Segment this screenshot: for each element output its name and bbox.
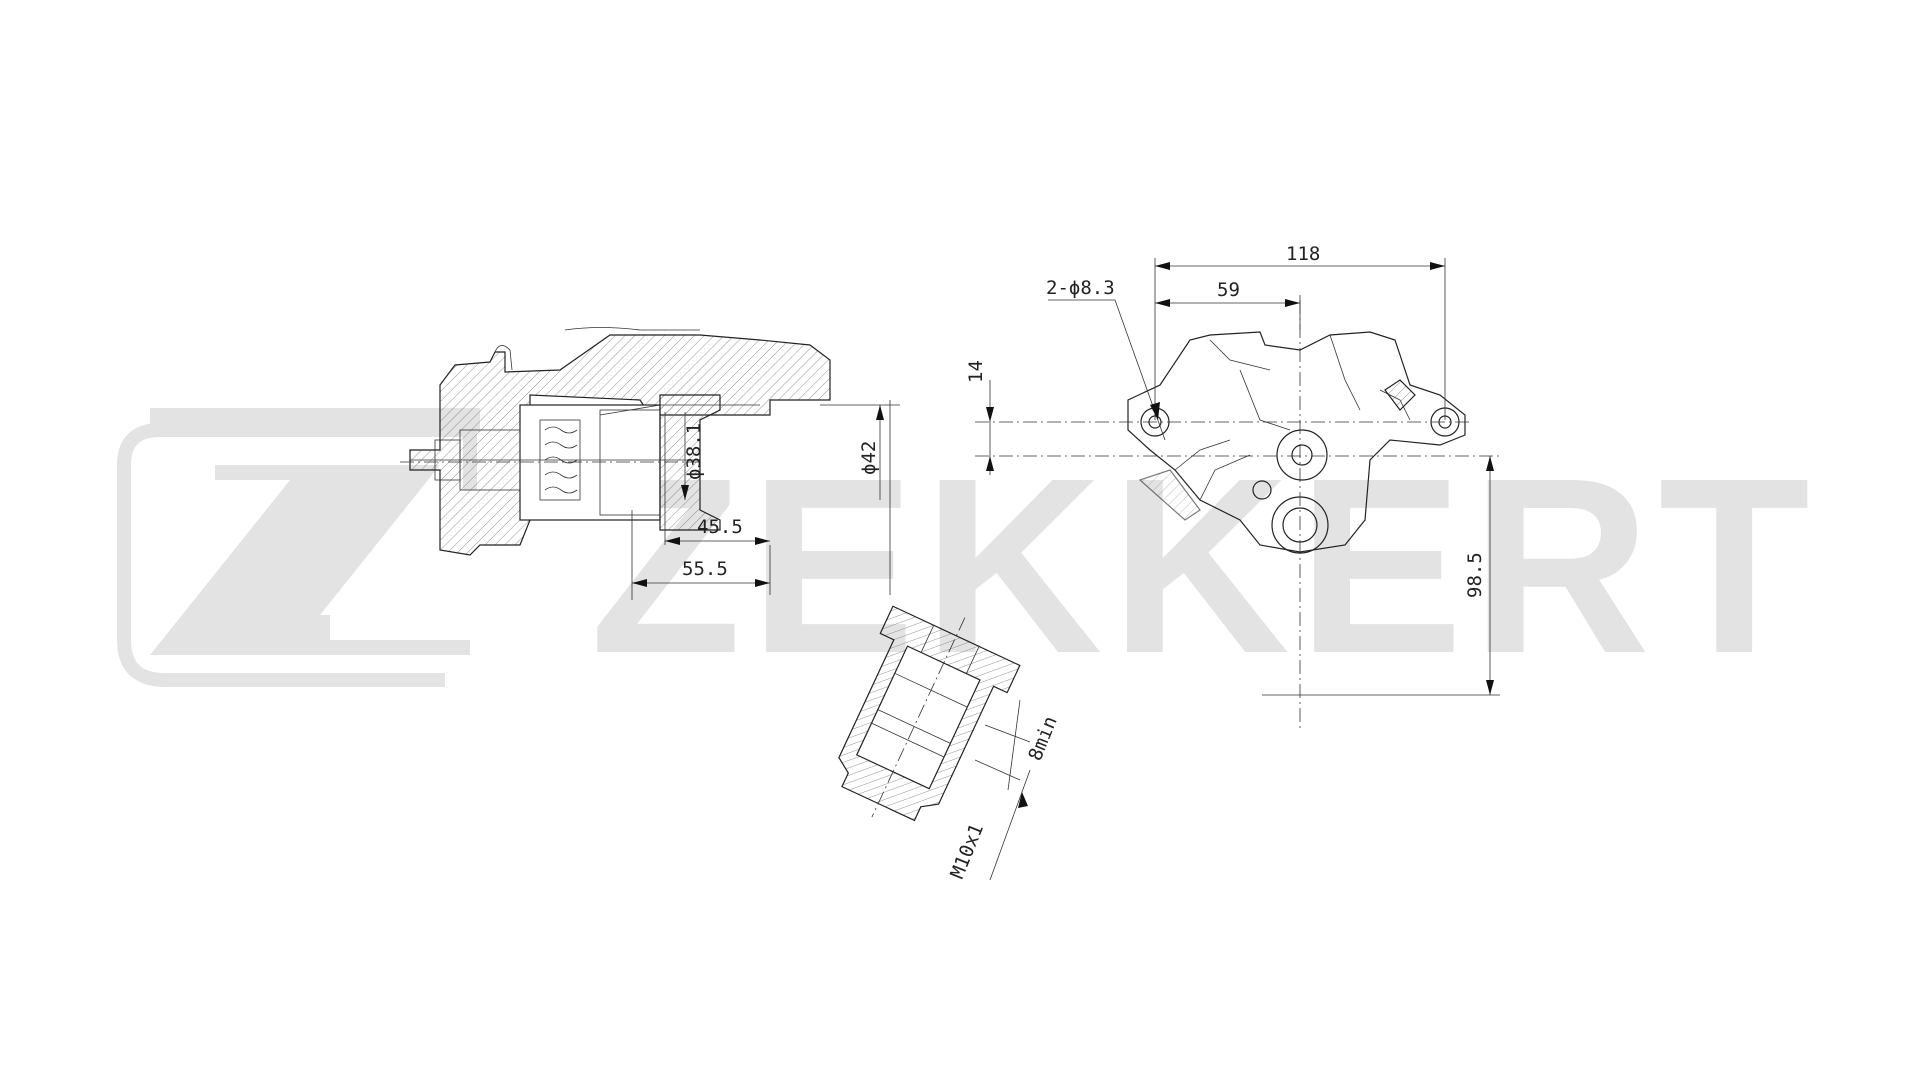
dim-height-total: 98.5 [1464,552,1486,598]
dim-mount-holes: 2-ϕ8.3 [1046,277,1115,299]
dim-width-half: 59 [1217,279,1240,301]
zekkert-watermark: ZEKKERT [117,408,1818,705]
dim-depth-long: 55.5 [682,558,728,580]
caliper-front-view [975,300,1500,730]
z-logo [117,408,480,687]
watermark-brand: ZEKKERT [590,426,1818,705]
caliper-section-view [400,327,831,556]
dim-offset-vertical: 14 [965,360,987,383]
right-dimensions: 118 59 2-ϕ8.3 14 98.5 [965,243,1500,696]
dim-bore-outer: ϕ42 [858,441,880,475]
dim-bleed-min: 8min [1024,713,1062,764]
left-dimensions: ϕ38.1 ϕ42 45.5 55.5 [631,400,900,600]
dim-depth-short: 45.5 [697,516,743,538]
dim-width-total: 118 [1286,243,1320,265]
dim-thread: M10x1 [946,821,988,882]
dim-bore-inner: ϕ38.1 [683,423,705,480]
